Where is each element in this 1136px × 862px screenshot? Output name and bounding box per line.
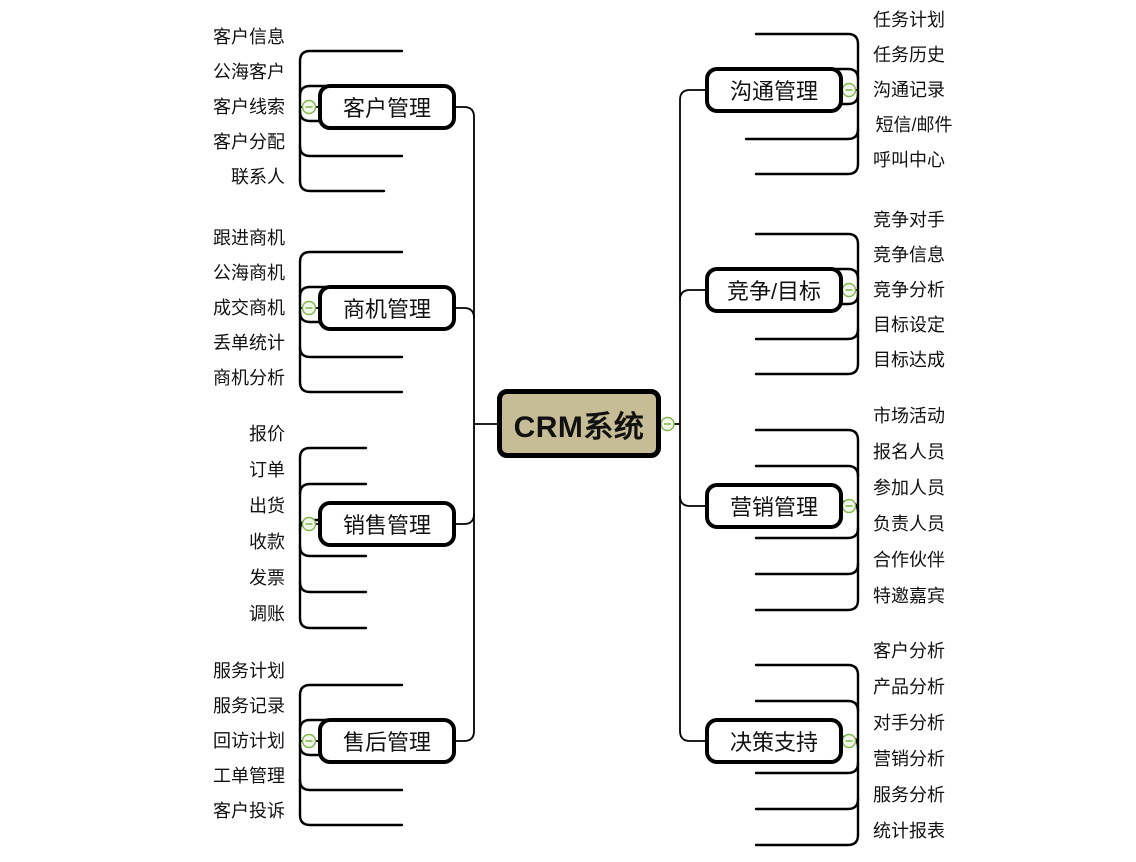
central-topic[interactable]: CRM系统 xyxy=(497,389,661,458)
collapse-icon[interactable] xyxy=(841,498,857,514)
branch-topic[interactable]: 沟通管理 xyxy=(705,67,843,113)
connector-line xyxy=(754,663,860,677)
connector-line xyxy=(754,32,860,46)
collapse-icon[interactable] xyxy=(301,300,317,316)
subtopic-label[interactable]: 出货 xyxy=(249,496,285,516)
subtopic-label[interactable]: 合作伙伴 xyxy=(873,550,945,570)
branch-topic[interactable]: 竞争/目标 xyxy=(705,267,843,313)
connector-line xyxy=(754,327,860,341)
connector-line xyxy=(754,761,860,775)
subtopic-label[interactable]: 短信/邮件 xyxy=(875,115,953,135)
subtopic-label[interactable]: 丢单统计 xyxy=(213,333,285,353)
subtopic-label[interactable]: 参加人员 xyxy=(873,478,945,498)
subtopic-label[interactable]: 报价 xyxy=(249,424,285,444)
collapse-icon[interactable] xyxy=(301,99,317,115)
collapse-icon[interactable] xyxy=(301,516,317,532)
subtopic-label[interactable]: 服务分析 xyxy=(873,785,945,805)
subtopic-label[interactable]: 调账 xyxy=(249,604,285,624)
subtopic-label[interactable]: 商机分析 xyxy=(213,368,285,388)
subtopic-label[interactable]: 订单 xyxy=(249,460,285,480)
connector-line xyxy=(754,464,860,478)
connector-line xyxy=(298,778,404,792)
subtopic-label[interactable]: 沟通记录 xyxy=(873,80,945,100)
subtopic-label[interactable]: 统计报表 xyxy=(873,821,945,841)
connector-line xyxy=(754,428,860,442)
subtopic-label[interactable]: 服务计划 xyxy=(213,661,285,681)
connector-line xyxy=(754,232,860,246)
connector-line xyxy=(679,495,706,507)
subtopic-label[interactable]: 任务历史 xyxy=(873,45,945,65)
connector-line xyxy=(744,127,860,141)
connector-line xyxy=(754,162,860,176)
branch-topic[interactable]: 销售管理 xyxy=(318,501,456,547)
collapse-icon[interactable] xyxy=(841,82,857,98)
branch-topic[interactable]: 商机管理 xyxy=(318,285,456,331)
subtopic-label[interactable]: 呼叫中心 xyxy=(873,150,945,170)
subtopic-label[interactable]: 特邀嘉宾 xyxy=(873,586,945,606)
subtopic-label[interactable]: 目标达成 xyxy=(873,350,945,370)
subtopic-label[interactable]: 服务记录 xyxy=(213,696,285,716)
subtopic-label[interactable]: 收款 xyxy=(249,532,285,552)
connector-line xyxy=(754,598,860,612)
subtopic-label[interactable]: 成交商机 xyxy=(213,298,285,318)
connector-line xyxy=(298,380,404,394)
connector-line xyxy=(754,833,860,847)
collapse-icon[interactable] xyxy=(660,416,675,432)
connector-line xyxy=(754,362,860,376)
connector-line xyxy=(754,699,860,713)
connector-line xyxy=(754,526,860,540)
subtopic-label[interactable]: 客户信息 xyxy=(213,27,285,47)
subtopic-label[interactable]: 对手分析 xyxy=(873,713,945,733)
connector-line xyxy=(679,89,706,742)
branch-topic[interactable]: 售后管理 xyxy=(318,718,456,764)
connector-line xyxy=(679,289,706,301)
subtopic-label[interactable]: 公海客户 xyxy=(213,62,285,82)
subtopic-label[interactable]: 客户线索 xyxy=(213,97,285,117)
subtopic-label[interactable]: 客户分析 xyxy=(873,641,945,661)
subtopic-label[interactable]: 联系人 xyxy=(231,167,285,187)
branch-topic[interactable]: 客户管理 xyxy=(318,84,456,130)
collapse-icon[interactable] xyxy=(841,282,857,298)
subtopic-label[interactable]: 竞争信息 xyxy=(873,245,945,265)
subtopic-label[interactable]: 公海商机 xyxy=(213,263,285,283)
subtopic-label[interactable]: 负责人员 xyxy=(873,514,945,534)
subtopic-label[interactable]: 竞争对手 xyxy=(873,210,945,230)
subtopic-label[interactable]: 客户投诉 xyxy=(213,801,285,821)
connector-line xyxy=(298,544,368,558)
branch-topic[interactable]: 决策支持 xyxy=(705,718,843,764)
connector-line xyxy=(298,446,368,460)
subtopic-label[interactable]: 客户分配 xyxy=(213,132,285,152)
subtopic-label[interactable]: 营销分析 xyxy=(873,749,945,769)
subtopic-label[interactable]: 竞争分析 xyxy=(873,280,945,300)
connector-line xyxy=(298,179,386,193)
connector-line xyxy=(455,307,475,319)
connector-line xyxy=(298,250,404,264)
connector-line xyxy=(298,49,404,63)
subtopic-label[interactable]: 产品分析 xyxy=(873,677,945,697)
connector-line xyxy=(298,580,368,594)
subtopic-label[interactable]: 任务计划 xyxy=(873,10,945,30)
connector-line xyxy=(298,813,404,827)
connector-line xyxy=(298,482,368,496)
connector-line xyxy=(754,797,860,811)
subtopic-label[interactable]: 工单管理 xyxy=(213,766,285,786)
subtopic-label[interactable]: 回访计划 xyxy=(213,731,285,751)
subtopic-label[interactable]: 跟进商机 xyxy=(213,228,285,248)
collapse-icon[interactable] xyxy=(301,733,317,749)
connector-line xyxy=(298,144,404,158)
subtopic-label[interactable]: 发票 xyxy=(249,568,285,588)
connector-line xyxy=(298,616,368,630)
collapse-icon[interactable] xyxy=(841,733,857,749)
connector-line xyxy=(455,513,475,525)
connector-line xyxy=(455,106,475,742)
connector-line xyxy=(754,562,860,576)
connector-line xyxy=(298,683,404,697)
subtopic-label[interactable]: 报名人员 xyxy=(873,442,945,462)
branch-topic[interactable]: 营销管理 xyxy=(705,483,843,529)
subtopic-label[interactable]: 目标设定 xyxy=(873,315,945,335)
connector-line xyxy=(298,345,404,359)
subtopic-label[interactable]: 市场活动 xyxy=(873,406,945,426)
